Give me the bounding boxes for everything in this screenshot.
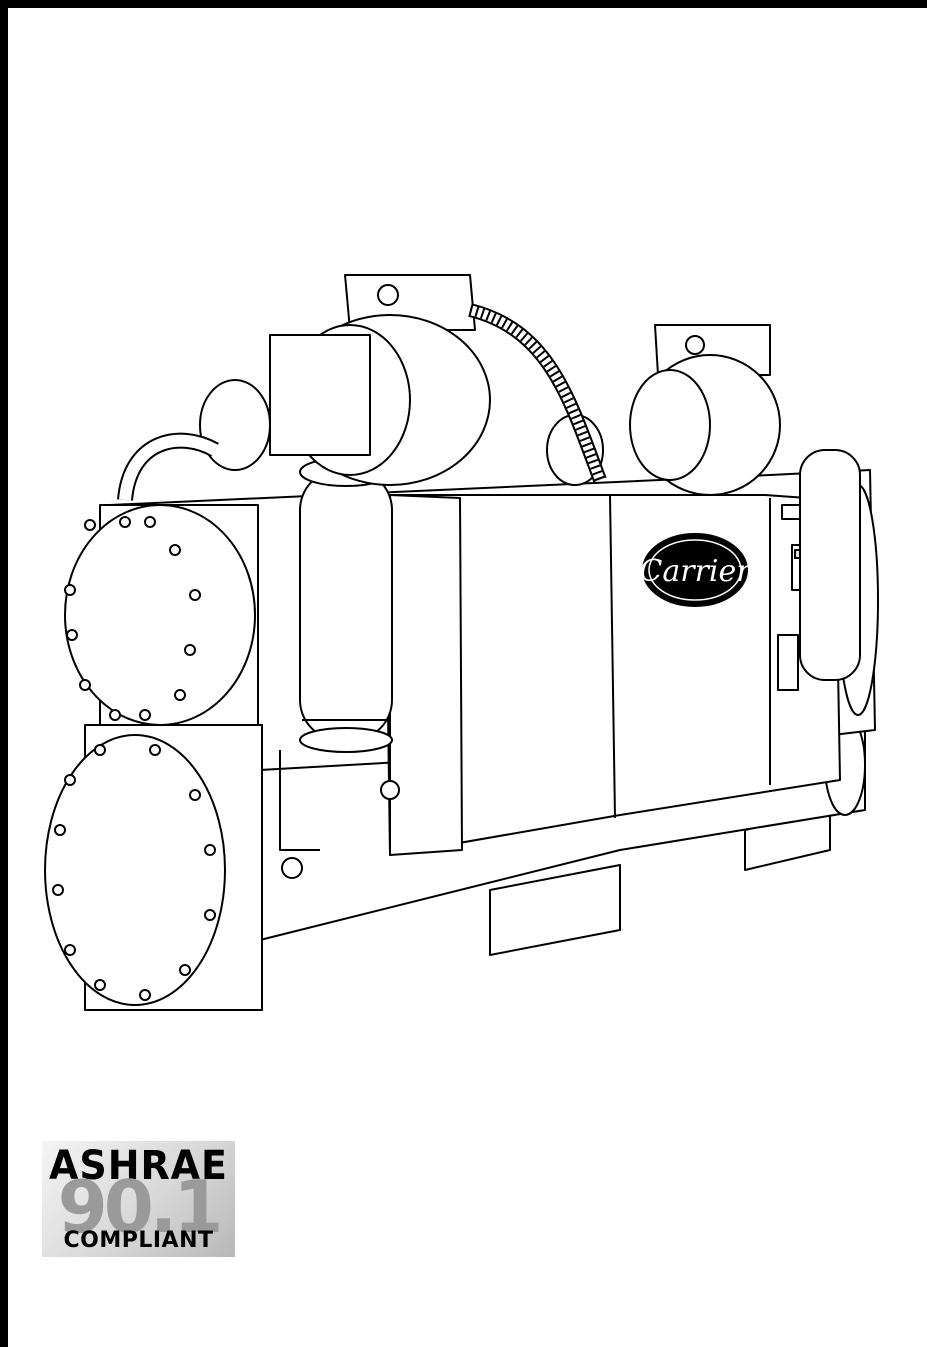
economizer-tank	[299, 469, 393, 741]
base-leg-middle	[489, 864, 621, 956]
badge-standard-number: 90.1	[57, 1165, 224, 1249]
page-frame-left	[0, 0, 8, 1347]
badge-ashrae-text: ASHRAE	[49, 1143, 228, 1189]
waterbox-lower	[44, 734, 226, 1006]
badge-compliant-text: COMPLIANT	[63, 1228, 214, 1253]
ashrae-compliance-badge: ASHRAE 90.1 COMPLIANT	[42, 1141, 235, 1257]
waterbox-upper	[64, 504, 256, 726]
page-frame-top	[0, 0, 927, 8]
chiller-illustration: Carrier	[44, 274, 879, 1011]
carrier-logo-text: Carrier	[639, 554, 752, 589]
